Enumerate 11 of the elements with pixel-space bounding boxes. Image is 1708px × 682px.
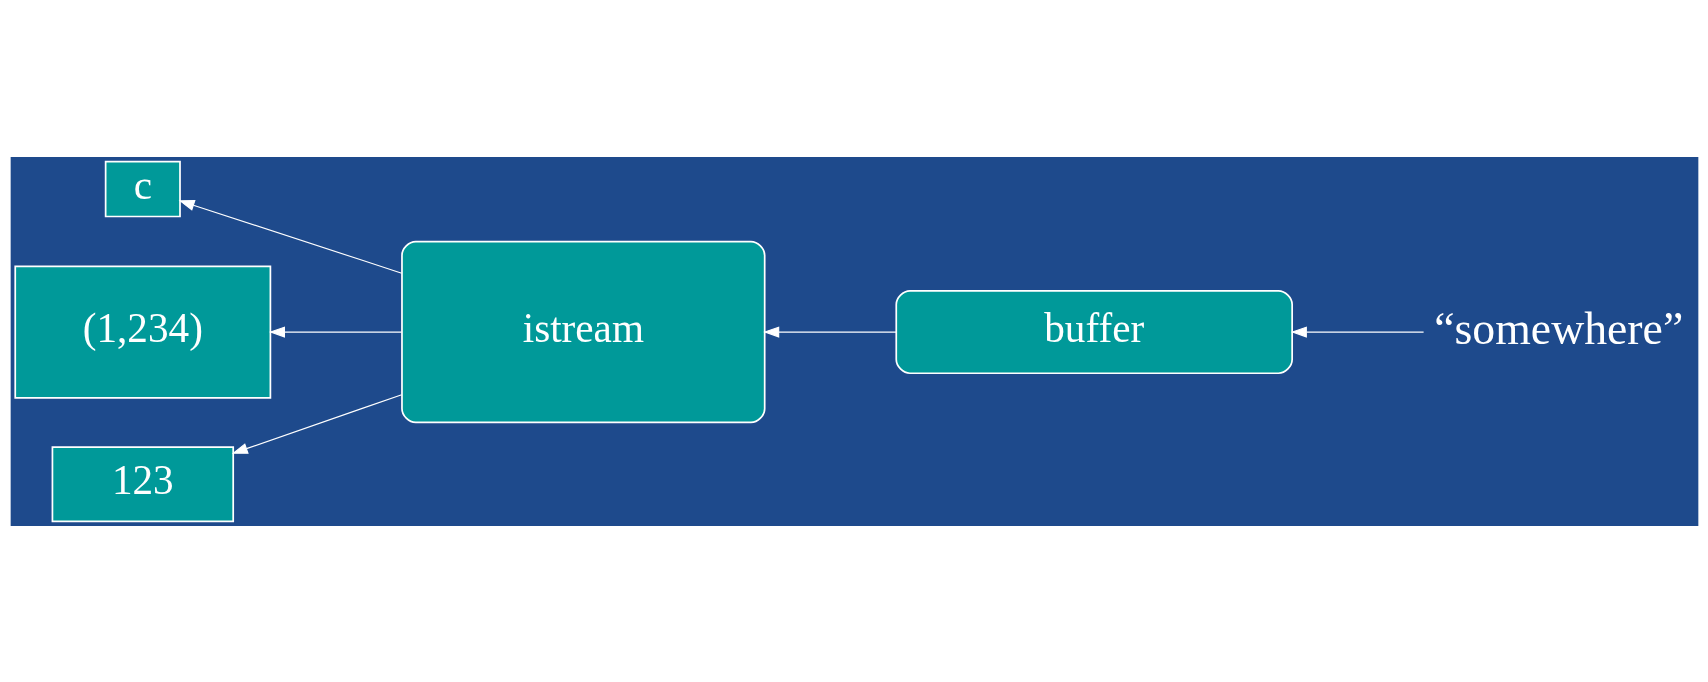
node-box: istream — [400, 240, 766, 423]
arrow — [1290, 325, 1424, 338]
arrow — [762, 325, 897, 338]
node-box: (1,234) — [13, 264, 271, 399]
node-box: 123 — [51, 445, 234, 522]
arrow — [178, 199, 402, 274]
arrow — [268, 325, 402, 338]
node-box: c — [104, 160, 181, 217]
node-box: buffer — [894, 289, 1293, 374]
arrow — [231, 393, 402, 454]
node-text: “somewhere” — [1433, 302, 1683, 353]
